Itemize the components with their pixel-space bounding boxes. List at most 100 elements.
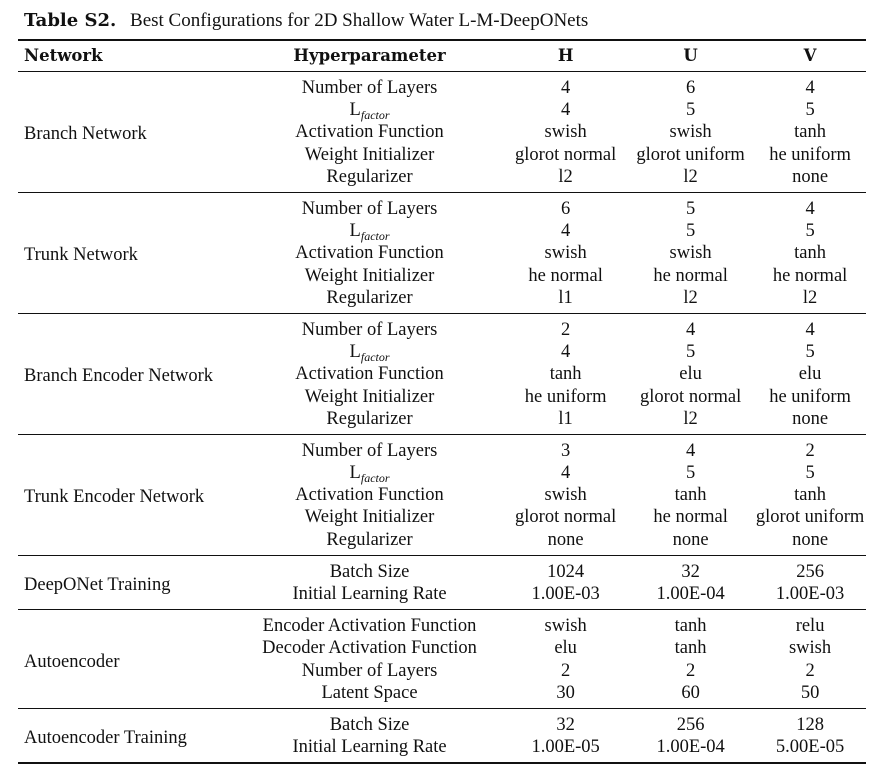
column-header-v: V <box>754 39 866 72</box>
value-cell-v: 1.00E-03 <box>775 584 845 605</box>
hyperparameter-label: L <box>349 463 361 484</box>
hyperparameter-name: Batch Size <box>235 708 504 736</box>
hyperparameter-label: Activation Function <box>295 243 444 264</box>
hyperparameter-label: L <box>349 221 361 242</box>
hyperparameter-label: Weight Initializer <box>304 386 435 407</box>
hyperparameter-label: Weight Initializer <box>304 144 435 165</box>
value-cell-h: 4 <box>561 100 571 121</box>
hyperparameter-name: Regularizer <box>235 287 504 314</box>
value-cell-u: 1.00E-04 <box>656 737 725 758</box>
hyperparameter-label: Regularizer <box>326 287 413 308</box>
value-cell-h: elu <box>554 638 577 659</box>
value-cell-v: he normal <box>772 265 848 286</box>
value-cell-v: l2 <box>802 287 818 308</box>
hyperparameter-subscript: factor <box>360 108 390 123</box>
hyperparameter-label: Number of Layers <box>301 319 438 340</box>
value-cell-v: glorot uniform <box>755 507 865 528</box>
value-cell-v: 2 <box>805 660 815 681</box>
hyperparameter-name: Initial Learning Rate <box>235 736 504 763</box>
hyperparameter-name: Number of Layers <box>235 313 504 341</box>
value-cell-h: 1024 <box>547 561 585 582</box>
value-cell-v: 50 <box>800 682 820 703</box>
hyperparameter-label: Activation Function <box>295 485 444 506</box>
value-cell-v: 4 <box>805 78 815 99</box>
hyperparameter-label: Number of Layers <box>301 440 438 461</box>
network-name: Branch Network <box>24 124 147 145</box>
hyperparameter-subscript: factor <box>360 350 390 365</box>
hyperparameter-name: Weight Initializer <box>235 144 504 166</box>
value-cell-h: swish <box>544 485 587 506</box>
value-cell-v: none <box>792 408 829 429</box>
network-name: Autoencoder <box>24 651 120 672</box>
value-cell-h: tanh <box>549 364 582 385</box>
hyperparameter-label: Regularizer <box>326 529 413 550</box>
value-cell-h: l1 <box>558 287 573 308</box>
value-cell-u: 32 <box>681 561 700 582</box>
hyperparameter-label: Encoder Activation Function <box>262 616 477 637</box>
hyperparameter-label: Initial Learning Rate <box>292 737 447 758</box>
column-header-network: Network <box>18 39 235 72</box>
network-name: DeepONet Training <box>24 574 171 595</box>
value-cell-u: 5 <box>685 100 696 121</box>
value-cell-v: tanh <box>794 243 826 264</box>
value-cell-v: 5 <box>805 100 815 121</box>
hyperparameter-label: Activation Function <box>295 364 444 385</box>
value-cell-u: 5 <box>685 342 696 363</box>
table-group: Autoencoder Encoder Activation Function sw… <box>18 610 866 709</box>
value-cell-h: l2 <box>558 166 573 187</box>
value-cell-v: 5 <box>805 221 815 242</box>
value-cell-u: 60 <box>681 682 700 703</box>
hyperparameter-name: Encoder Activation Function <box>235 610 504 638</box>
value-cell-v: 5.00E-05 <box>775 737 845 758</box>
value-cell-u: glorot normal <box>640 386 742 407</box>
value-cell-h: none <box>547 529 584 550</box>
hyperparameter-name: Decoder Activation Function <box>235 637 504 659</box>
network-name: Trunk Network <box>24 245 138 266</box>
hyperparameter-name: Weight Initializer <box>235 506 504 528</box>
hyperparameter-name: Activation Function <box>235 242 504 264</box>
value-cell-u: l2 <box>683 287 698 308</box>
value-cell-u: l2 <box>683 408 698 429</box>
value-cell-h: glorot normal <box>515 507 617 528</box>
value-cell-u: swish <box>669 122 712 143</box>
value-cell-v: 128 <box>796 714 824 735</box>
value-cell-v: 5 <box>805 463 815 484</box>
value-cell-h: swish <box>544 122 587 143</box>
value-cell-h: 4 <box>561 463 571 484</box>
value-cell-u: 4 <box>685 319 696 340</box>
hyperparameter-subscript: factor <box>360 471 390 486</box>
value-cell-h: 4 <box>561 78 571 99</box>
value-cell-h: 2 <box>561 319 571 340</box>
hyperparameter-label: Number of Layers <box>301 78 438 99</box>
value-cell-v: tanh <box>794 485 826 506</box>
value-cell-h: 6 <box>561 199 571 220</box>
value-cell-u: none <box>672 529 709 550</box>
hyperparameter-name: Initial Learning Rate <box>235 583 504 610</box>
hyperparameter-label: Number of Layers <box>301 660 438 681</box>
hyperparameter-name: Activation Function <box>235 363 504 385</box>
value-cell-h: swish <box>544 243 587 264</box>
network-name: Autoencoder Training <box>24 728 187 749</box>
hyperparameter-name: Regularizer <box>235 408 504 435</box>
value-cell-v: 256 <box>796 561 824 582</box>
hyperparameter-label: Latent Space <box>321 682 418 703</box>
value-cell-h: 32 <box>556 714 575 735</box>
value-cell-v: he uniform <box>769 144 851 165</box>
value-cell-v: swish <box>788 638 832 659</box>
hyperparameter-label: Regularizer <box>326 408 413 429</box>
value-cell-u: 5 <box>685 463 696 484</box>
config-table: Network Hyperparameter H U V Branch Netw… <box>18 39 866 764</box>
hyperparameter-name: Weight Initializer <box>235 265 504 287</box>
